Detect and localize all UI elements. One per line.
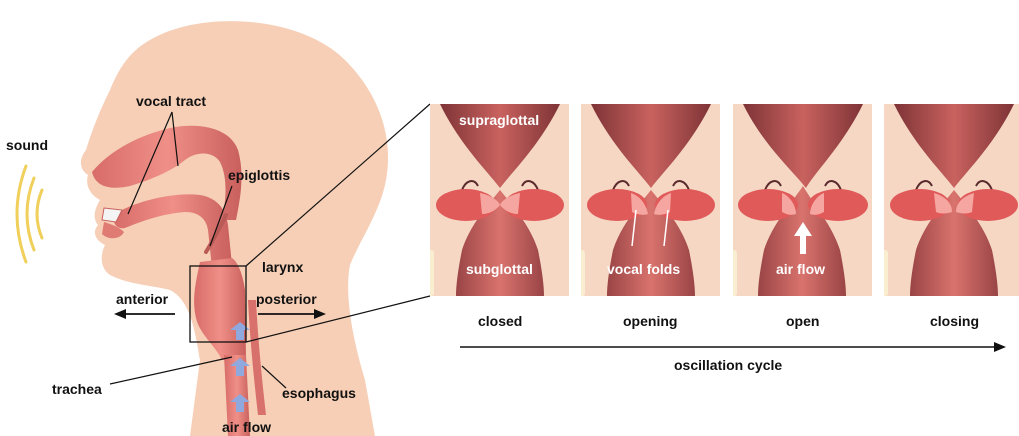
label-trachea: trachea xyxy=(52,381,102,397)
label-anterior: anterior xyxy=(116,291,169,307)
label-larynx: larynx xyxy=(262,259,303,275)
oscillation-axis-arrow xyxy=(460,342,1006,352)
oscillation-axis-label: oscillation cycle xyxy=(674,357,782,373)
anterior-arrow xyxy=(114,309,175,319)
label-air-flow-panel: air flow xyxy=(776,261,825,277)
phase-panel-closing xyxy=(882,104,1019,296)
label-air-flow-anatomy: air flow xyxy=(222,419,271,435)
label-sound: sound xyxy=(6,137,48,153)
label-supraglottal: supraglottal xyxy=(459,112,539,128)
phase-label-opening: opening xyxy=(623,313,677,329)
phase-label-closed: closed xyxy=(478,313,522,329)
label-epiglottis: epiglottis xyxy=(228,167,290,183)
phase-label-open: open xyxy=(786,313,819,329)
phase-label-closing: closing xyxy=(930,313,979,329)
label-esophagus: esophagus xyxy=(282,385,356,401)
label-vocal-folds: vocal folds xyxy=(607,261,680,277)
label-vocal-tract: vocal tract xyxy=(136,93,206,109)
label-subglottal: subglottal xyxy=(466,261,533,277)
label-posterior: posterior xyxy=(256,291,317,307)
sound-wave-icon xyxy=(17,166,42,262)
